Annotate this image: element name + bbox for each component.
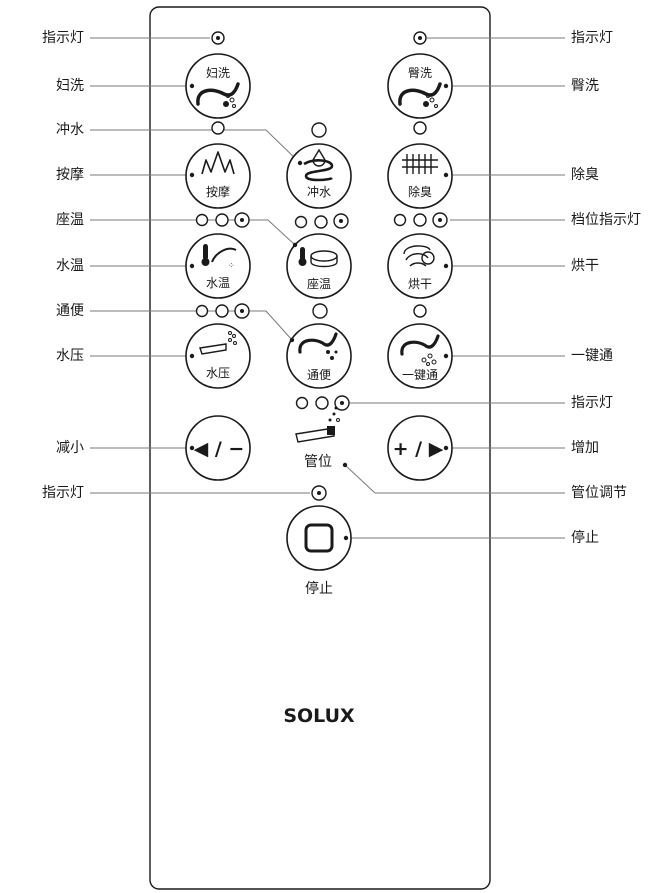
- dryer-icon: [403, 245, 435, 267]
- anmo-label: 按摩: [206, 184, 230, 199]
- shuiya-button[interactable]: 水压: [185, 323, 251, 389]
- honggan-button[interactable]: 烘干: [387, 233, 453, 299]
- tongbian-button[interactable]: 通便: [286, 323, 352, 389]
- callout-left-zuowen: 座温: [56, 212, 84, 228]
- callout-left-fuxi: 妇洗: [56, 78, 84, 94]
- callout-left-anmo: 按摩: [56, 167, 84, 183]
- water-pressure-icon: [199, 331, 237, 355]
- callout-right-stop: 停止: [571, 530, 599, 546]
- chuchou-label: 除臭: [408, 184, 432, 199]
- callout-left-shuiya: 水压: [56, 348, 84, 364]
- stop-icon: [304, 523, 334, 553]
- tunxi-label: 臀洗: [408, 66, 432, 80]
- callout-right-indicator-top: 指示灯: [571, 30, 613, 46]
- increase-button[interactable]: + / ▶: [387, 415, 453, 481]
- callout-right-guanwei-adjust: 管位调节: [571, 485, 627, 501]
- zuowen-label: 座温: [307, 276, 331, 291]
- callout-left-tongbian: 通便: [56, 303, 84, 319]
- guanwei-label: 管位: [304, 454, 332, 470]
- decrease-button[interactable]: ◀ / −: [185, 415, 251, 481]
- callout-right-tunxi: 臀洗: [571, 78, 599, 94]
- brand-logo: SOLUX: [283, 705, 355, 727]
- yijiantong-label: 一键通: [402, 368, 438, 382]
- callout-left-decrease: 减小: [56, 440, 84, 456]
- callout-left-indicator-bottom: 指示灯: [42, 485, 84, 501]
- tongbian-icon: [298, 332, 338, 360]
- deodorize-icon: [402, 154, 438, 174]
- massage-icon: [201, 151, 235, 175]
- wash-icon: [398, 82, 442, 108]
- svg-text:⁘: ⁘: [228, 261, 235, 270]
- callout-right-level-indicator: 档位指示灯: [571, 212, 641, 228]
- zuowen-button[interactable]: 座温: [286, 233, 352, 299]
- callout-right-yijiantong: 一键通: [571, 348, 613, 364]
- callout-right-honggan: 烘干: [571, 258, 599, 274]
- one-touch-icon: [400, 334, 440, 366]
- wash-icon: [196, 82, 240, 108]
- leader-lines: [90, 37, 565, 539]
- callout-left-chongshui: 冲水: [56, 122, 84, 138]
- tunxi-button[interactable]: 臀洗: [387, 53, 453, 119]
- callout-right-indicator-mid: 指示灯: [571, 395, 613, 411]
- fuxi-label: 妇洗: [206, 66, 230, 80]
- increase-label: + / ▶: [393, 438, 444, 460]
- callout-left-indicator-top: 指示灯: [42, 30, 84, 46]
- shuiwen-button[interactable]: ⁘ 水温: [185, 233, 251, 299]
- anmo-button[interactable]: 按摩: [185, 143, 251, 209]
- honggan-label: 烘干: [408, 277, 432, 291]
- thermometer-icon: ⁘: [201, 244, 237, 270]
- nozzle-icon: [295, 406, 340, 443]
- shuiwen-label: 水温: [206, 276, 230, 290]
- stop-label: 停止: [305, 580, 333, 597]
- fuxi-button[interactable]: 妇洗: [185, 53, 251, 119]
- tongbian-label: 通便: [307, 368, 331, 382]
- chongshui-label: 冲水: [307, 184, 331, 199]
- indicator-lights: [195, 31, 448, 501]
- callout-right-increase: 增加: [571, 440, 599, 456]
- guanwei-button[interactable]: 管位: [295, 406, 348, 471]
- callout-left-shuiwen: 水温: [56, 258, 84, 274]
- yijiantong-button[interactable]: 一键通: [387, 323, 453, 389]
- chongshui-button[interactable]: 冲水: [286, 143, 352, 209]
- chuchou-button[interactable]: 除臭: [387, 143, 453, 209]
- callout-right-chuchou: 除臭: [571, 167, 599, 183]
- stop-button[interactable]: [286, 505, 352, 571]
- seat-heat-icon: [298, 247, 338, 268]
- shuiya-label: 水压: [206, 366, 230, 380]
- decrease-label: ◀ / −: [194, 438, 245, 460]
- flush-icon: [303, 148, 334, 182]
